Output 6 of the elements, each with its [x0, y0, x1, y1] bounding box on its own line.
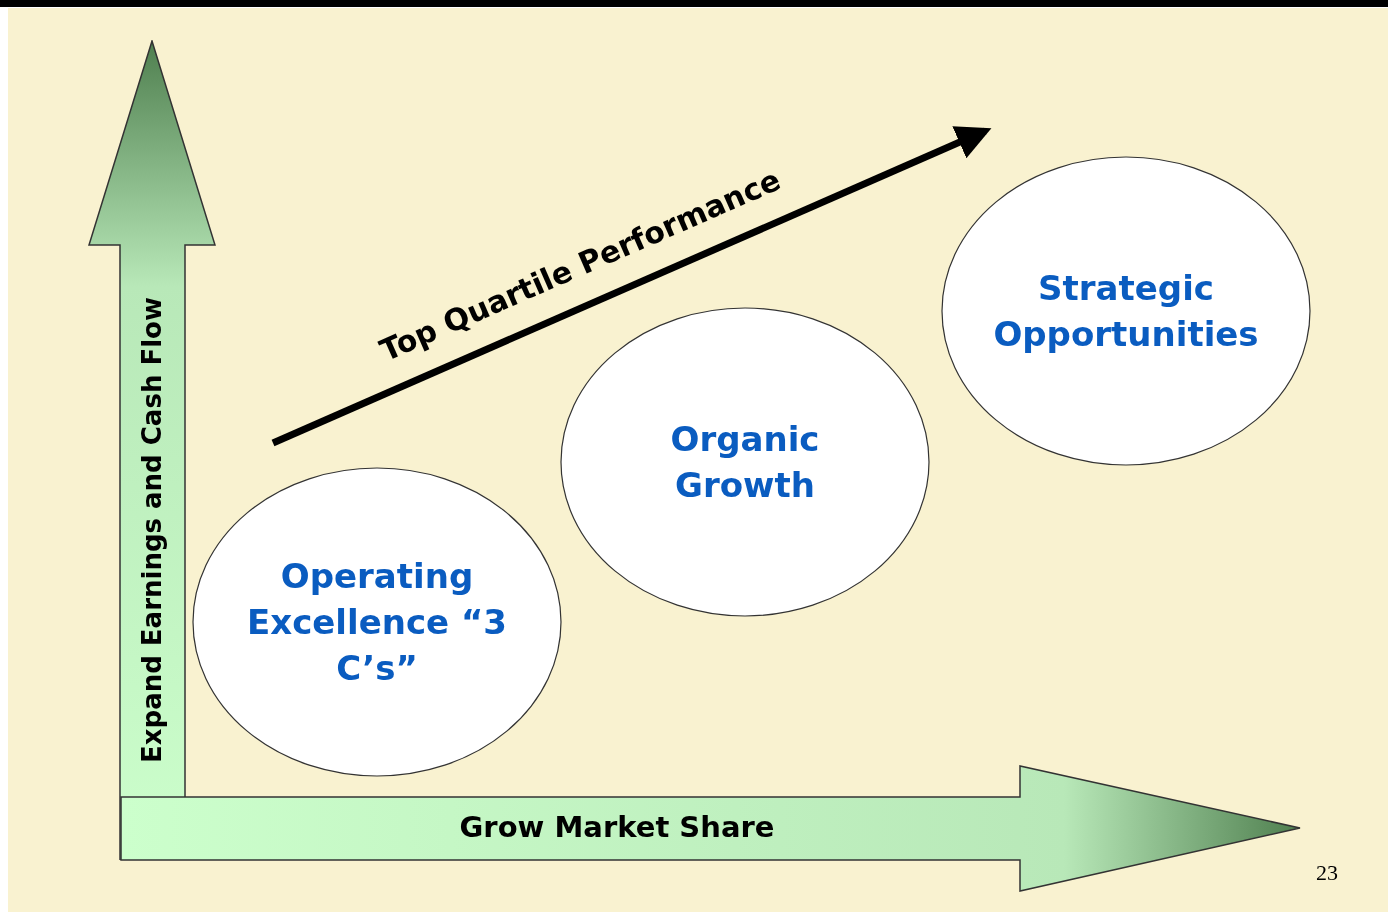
- ellipse-label: Strategic Opportunities: [992, 267, 1260, 356]
- ellipse-label: Organic Growth: [669, 418, 821, 507]
- axis-label: Expand Earnings and Cash Flow: [135, 297, 168, 763]
- page-number: 23: [1316, 859, 1338, 887]
- ellipse-label: Operating Excellence “3 C’s”: [246, 555, 508, 690]
- axis-label: Grow Market Share: [459, 809, 775, 847]
